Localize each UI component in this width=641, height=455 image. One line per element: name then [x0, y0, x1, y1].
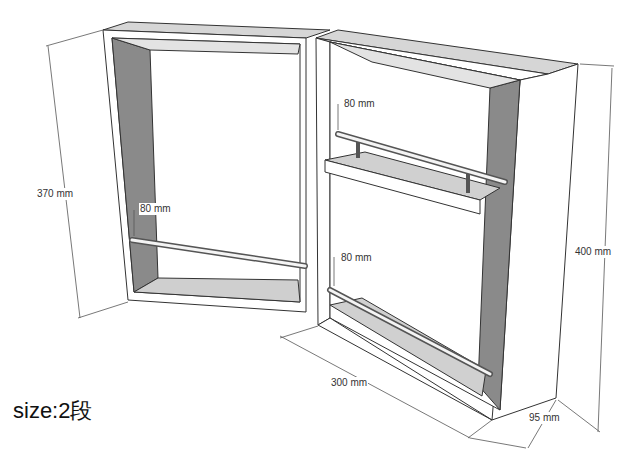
dimension-label: 370 mm: [36, 188, 74, 200]
dimension-label: 95 mm: [528, 412, 561, 424]
dimension-label: 80 mm: [340, 252, 373, 264]
dimension-label: 80 mm: [343, 98, 376, 110]
dimension-label: 300 mm: [330, 377, 368, 389]
size-label: size:2段: [12, 398, 93, 424]
dimension-label: 80 mm: [139, 203, 172, 215]
dimension-label: 400 mm: [574, 246, 612, 258]
